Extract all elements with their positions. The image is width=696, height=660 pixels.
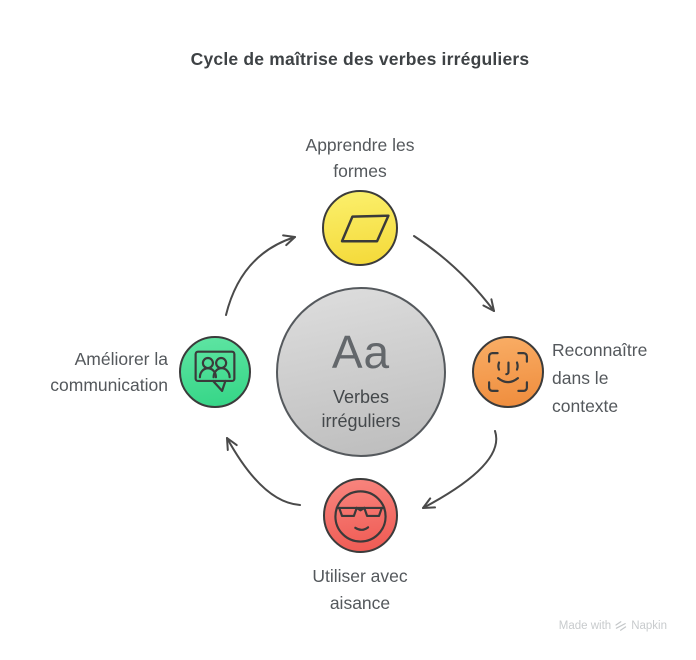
label-ameliorer-communication: Améliorer la communication bbox=[50, 349, 168, 395]
label-apprendre-les-formes: Apprendre les formes bbox=[305, 135, 415, 181]
label-reconnaitre-contexte: Reconnaître dans le contexte bbox=[552, 340, 648, 416]
node-apprendre-les-formes bbox=[322, 190, 398, 266]
center-symbol: Aa bbox=[331, 325, 391, 378]
face-scan-icon bbox=[488, 352, 528, 392]
center-circle: Aa Verbes irréguliers bbox=[276, 287, 446, 457]
people-speech-bubble-icon bbox=[194, 350, 236, 392]
watermark-brand: Napkin bbox=[631, 620, 667, 632]
center-label: Verbes irréguliers bbox=[321, 386, 401, 431]
parallelogram-icon bbox=[340, 214, 390, 243]
arrow-top-to-right-icon bbox=[413, 235, 495, 312]
cool-face-sunglasses-icon bbox=[334, 490, 387, 543]
node-ameliorer-communication bbox=[179, 336, 251, 408]
watermark: Made with Napkin bbox=[559, 620, 667, 632]
arrow-bottom-to-left-icon bbox=[226, 437, 301, 506]
arrow-right-to-bottom-icon bbox=[422, 430, 498, 509]
node-utiliser-aisance bbox=[323, 478, 398, 553]
arrow-left-to-top-icon bbox=[225, 234, 296, 316]
napkin-logo-icon bbox=[615, 621, 627, 631]
node-reconnaitre-contexte bbox=[472, 336, 544, 408]
watermark-prefix: Made with bbox=[558, 620, 612, 632]
diagram-title: Cycle de maîtrise des verbes irréguliers bbox=[190, 49, 530, 69]
label-utiliser-aisance: Utiliser avec aisance bbox=[312, 566, 408, 613]
